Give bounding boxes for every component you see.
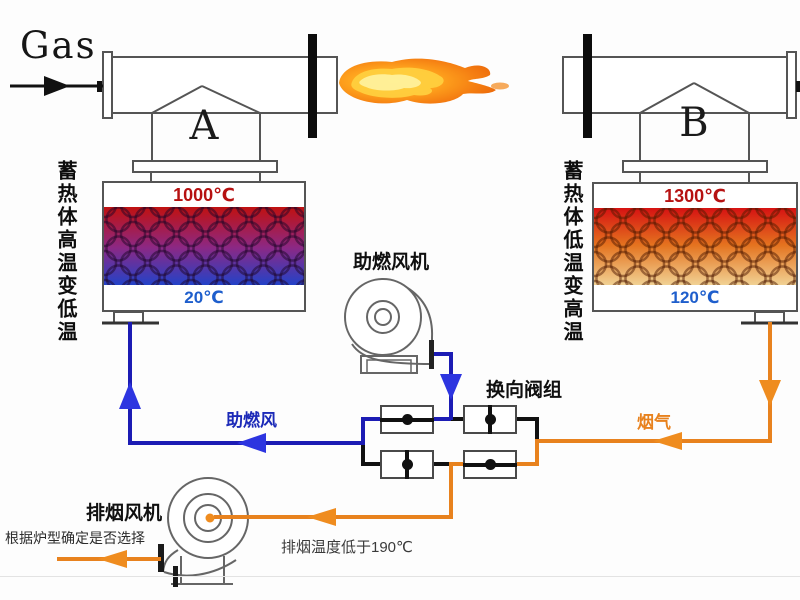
valve-dot: [484, 414, 496, 425]
gas-arrow-down: [759, 380, 781, 406]
valve-bottom-right-open: [463, 450, 517, 479]
exhaust-fan-icon: [158, 477, 249, 587]
exhaust-fan-optional-note: 根据炉型确定是否选择: [5, 530, 145, 546]
regenerator-a-top-temp: 1000℃: [173, 184, 235, 205]
exhaust-temp-note: 排烟温度低于190℃: [281, 539, 413, 556]
bottom-divider: [0, 576, 800, 577]
valve-top-right-closed: [463, 405, 517, 434]
valve-group-label: 换向阀组: [486, 380, 563, 401]
gas-arrow-left-upper: [653, 432, 682, 450]
valve-top-left-open: [380, 405, 434, 434]
burner-a-wall-bar: [308, 34, 317, 138]
gas-arrow: [10, 76, 103, 96]
flame-icon: [339, 58, 509, 104]
burner-a-label: A: [189, 103, 219, 149]
burner-b-label: B: [679, 100, 709, 146]
air-arrow-up: [119, 382, 141, 409]
air-arrow-down: [440, 374, 462, 400]
valve-dot: [401, 414, 413, 425]
regenerator-a-side-text: 蓄热体高温变低温: [54, 160, 76, 344]
regenerator-b: 1300℃ 120℃: [592, 182, 798, 312]
burner-b-wall-bar: [583, 34, 592, 138]
exhaust-fan-label: 排烟风机: [86, 503, 163, 524]
regenerator-b-ball-bed: [594, 208, 796, 285]
valve-bottom-left-closed: [380, 450, 434, 479]
gas-arrow-left-lower: [307, 508, 336, 526]
combustion-air-arrows: [119, 374, 462, 453]
combustion-air-label: 助燃风: [226, 411, 277, 430]
valve-dot: [401, 459, 413, 470]
regenerator-a: 1000℃ 20℃: [102, 181, 306, 312]
combustion-fan-label: 助燃风机: [353, 252, 430, 273]
flue-gas-label: 烟气: [637, 413, 671, 432]
fan-inlet-dot: [205, 513, 215, 523]
valve-dot: [484, 459, 496, 470]
combustion-fan-icon: [344, 278, 434, 374]
regenerator-a-ball-bed: [104, 207, 304, 285]
gas-arrow-out: [98, 550, 127, 568]
air-arrow-left: [237, 433, 266, 453]
valve-connector-lines: [361, 417, 539, 466]
burner-b-outline: [562, 34, 800, 325]
regenerator-b-bottom-temp: 120℃: [670, 287, 720, 307]
regenerator-a-bottom-temp: 20℃: [184, 287, 224, 307]
gas-label: Gas: [20, 24, 97, 67]
regenerator-b-side-text: 蓄热体低温变高温: [560, 160, 582, 344]
flue-gas-arrows: [98, 380, 781, 568]
regenerator-b-top-temp: 1300℃: [664, 185, 726, 206]
